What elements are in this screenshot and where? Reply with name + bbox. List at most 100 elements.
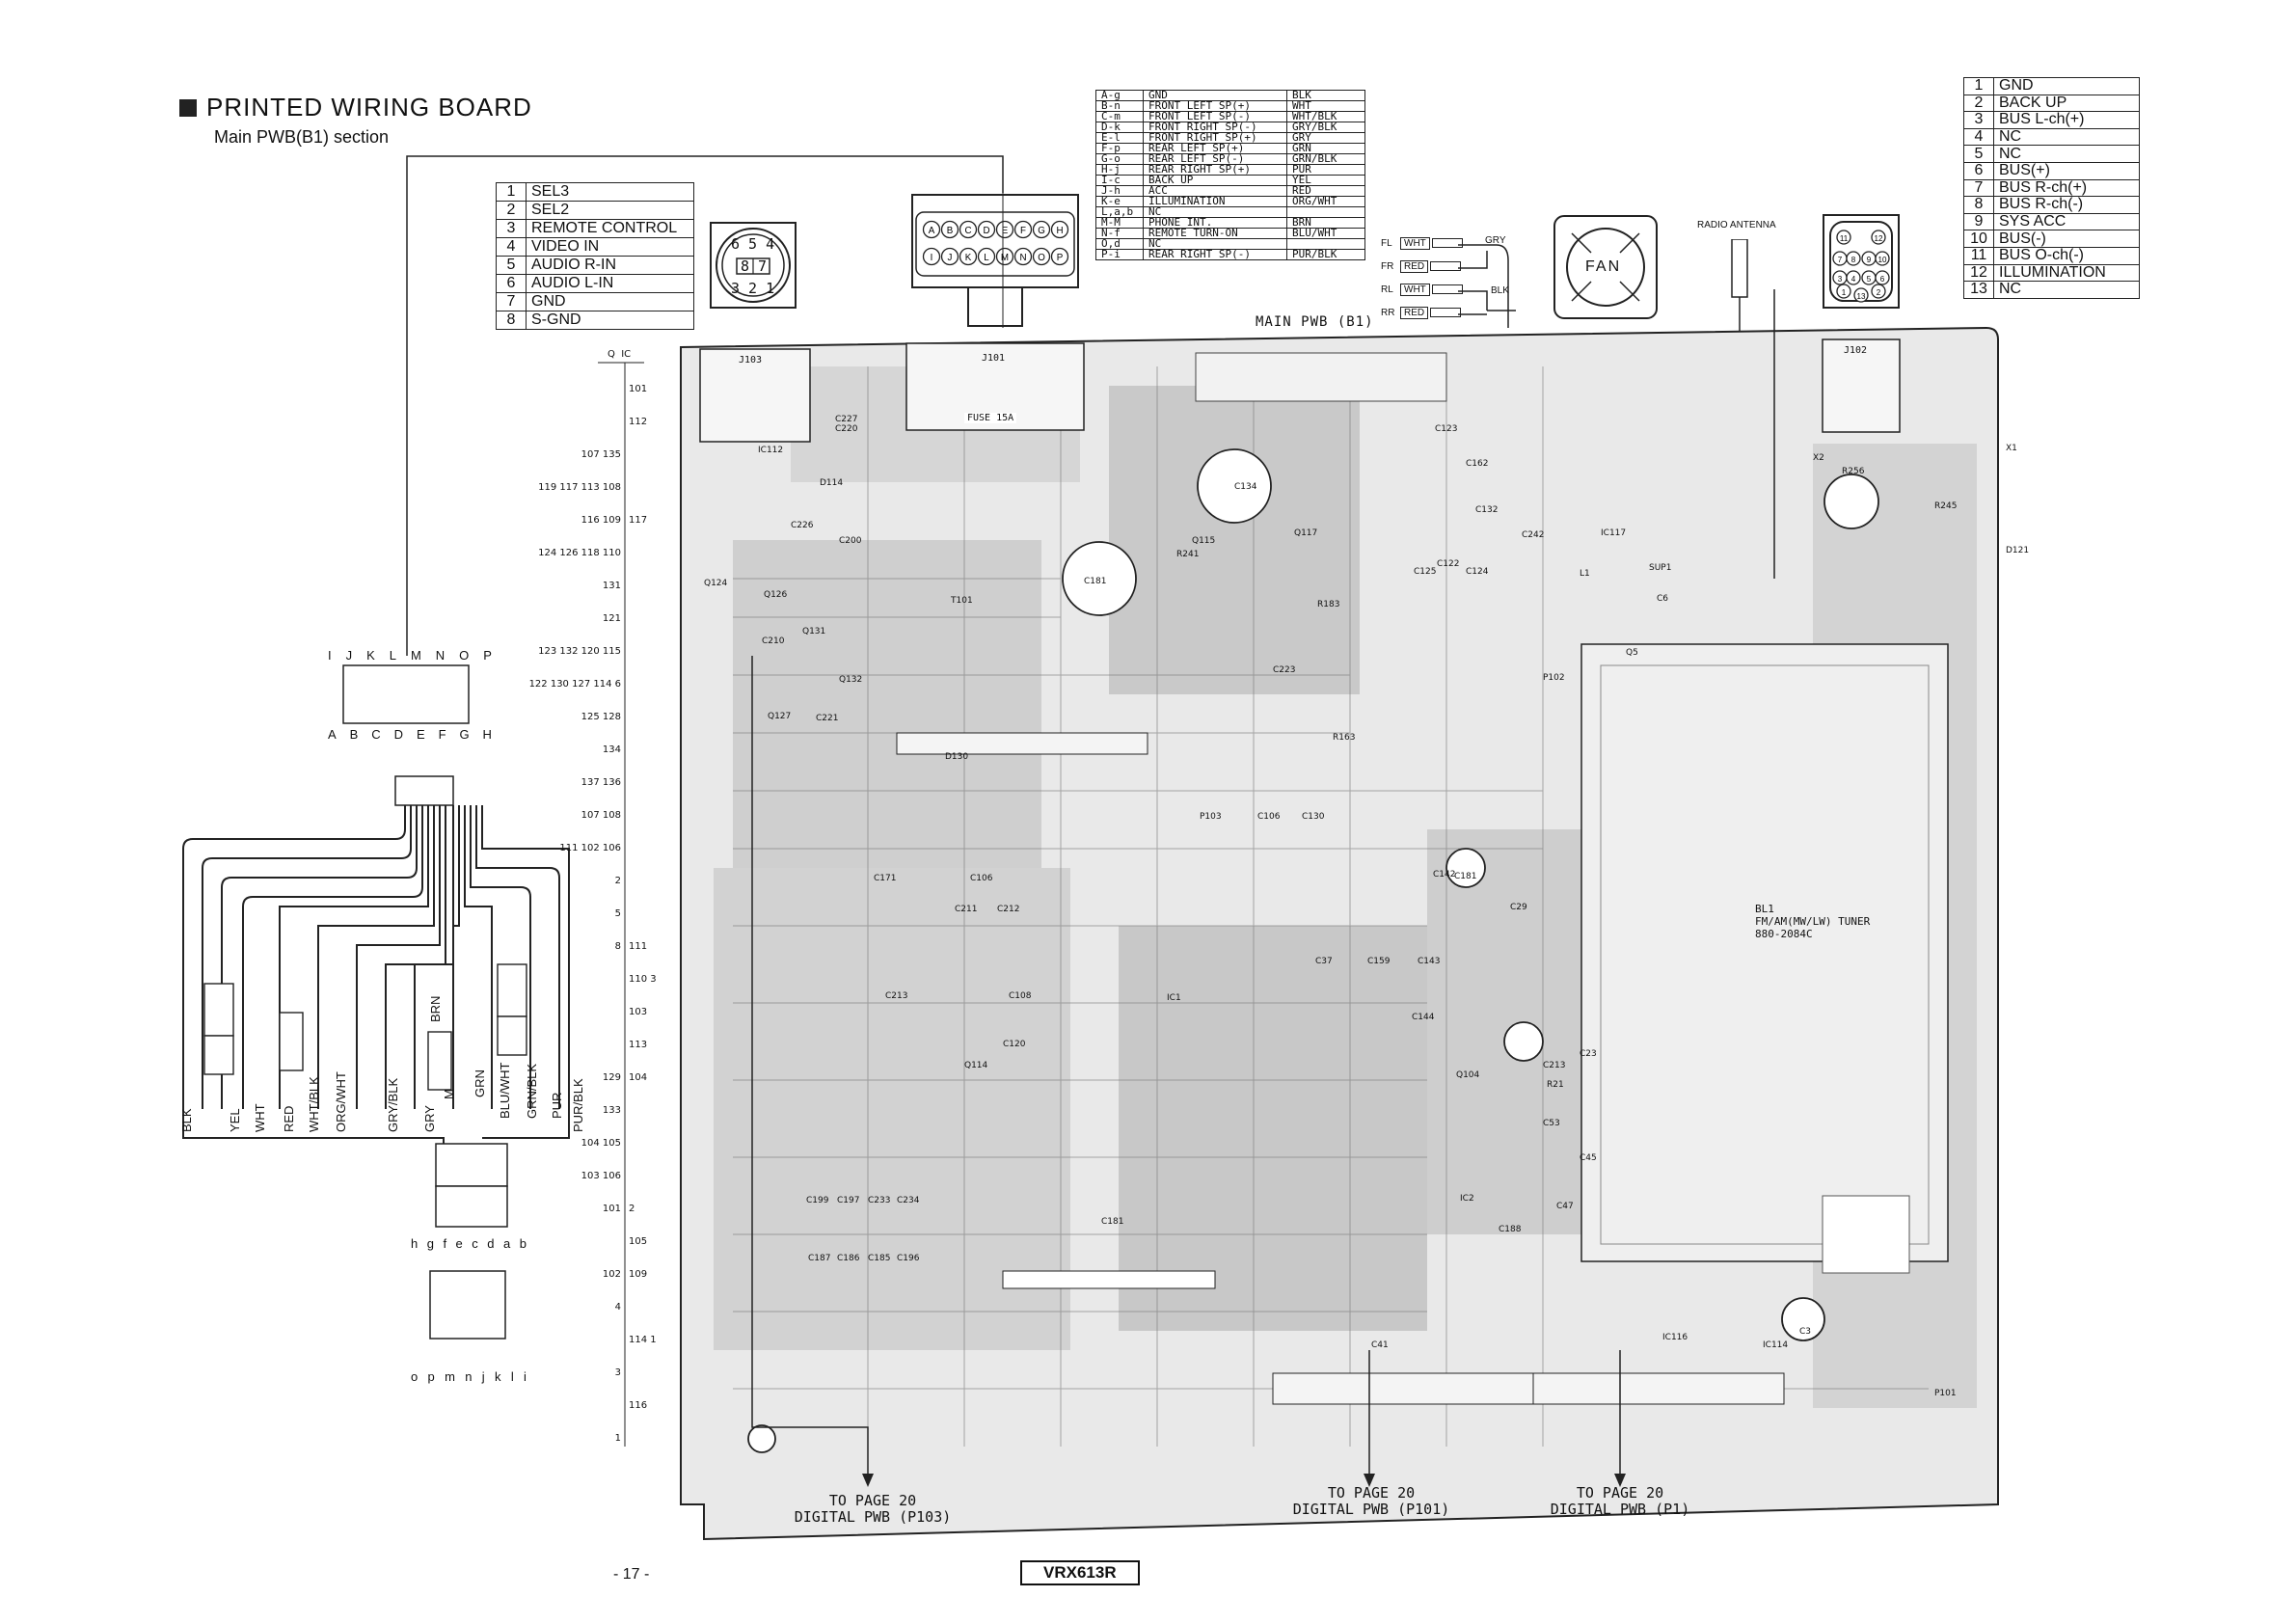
harness-pin-top-circle <box>1050 220 1069 239</box>
harness-letter-upper: J <box>345 648 353 663</box>
wire-color-label: RED <box>282 1105 296 1132</box>
component-ref-label: C125 <box>1414 567 1437 577</box>
board-label: MAIN PWB (B1) <box>1256 314 1374 330</box>
harness-pin-top: E <box>1002 226 1009 236</box>
axis-q-value: 107 135 <box>581 449 621 460</box>
harness-letter-upper: K <box>366 648 375 663</box>
fan-label: FAN <box>1585 258 1622 275</box>
component-ref-label: Q124 <box>704 579 728 588</box>
axis-ic-value: 114 1 <box>629 1335 657 1345</box>
axis-q-value: 123 132 120 115 <box>538 646 621 657</box>
component-ref-label: Q114 <box>964 1061 988 1070</box>
component-ref-label: C47 <box>1556 1202 1574 1211</box>
fan-icon: FAN <box>1553 214 1659 320</box>
j102-pin-circle <box>1836 284 1851 299</box>
pin-label: GND <box>526 292 694 311</box>
component-ref-label: D130 <box>945 752 969 762</box>
axis-ic-value: 117 <box>629 515 648 526</box>
component-ref-label: C187 <box>808 1254 831 1263</box>
j102-pin: 11 <box>1840 234 1849 243</box>
axis-ic-value: 110 3 <box>629 974 657 985</box>
component-ref-label: C45 <box>1580 1153 1597 1163</box>
harness-pin-bottom-circle <box>940 247 959 266</box>
caption-p1-line1: TO PAGE 20 <box>1576 1484 1664 1502</box>
axis-header-ic: IC <box>621 349 632 360</box>
axis-q-value: 3 <box>614 1367 621 1378</box>
wire-color-label: BRN <box>428 995 443 1022</box>
harness-letter-upper: O <box>459 648 470 663</box>
harness-pin-top: B <box>947 226 954 236</box>
component-ref-label: C108 <box>1009 991 1032 1001</box>
component-ref-label: IC116 <box>1662 1333 1688 1342</box>
caption-p1-line2: DIGITAL PWB (P1) <box>1550 1501 1690 1518</box>
din-pins-top: 6 5 4 <box>731 235 775 253</box>
component-ref-label: Q104 <box>1456 1070 1480 1080</box>
j102-pin: 9 <box>1867 256 1872 264</box>
caption-p1: TO PAGE 20 DIGITAL PWB (P1) <box>1543 1485 1697 1518</box>
component-ref-label: X2 <box>1813 453 1824 463</box>
component-ref-label: C226 <box>791 521 814 530</box>
harness-pin-top: H <box>1056 226 1063 236</box>
component-ref-label: C213 <box>1543 1061 1566 1070</box>
axis-ic-value: 103 <box>629 1007 648 1017</box>
speaker-name: FR <box>1381 261 1394 272</box>
pin-number: 13 <box>1963 281 1994 299</box>
caption-p101: TO PAGE 20 DIGITAL PWB (P101) <box>1284 1485 1458 1518</box>
axis-q-value: 107 108 <box>581 810 621 821</box>
component-ref-label: C142 <box>1433 870 1456 880</box>
component-ref-label: C159 <box>1367 957 1391 966</box>
component-ref-label: Q131 <box>802 627 826 636</box>
component-ref-label: Q126 <box>764 590 788 600</box>
component-ref-label: C197 <box>837 1196 860 1205</box>
speaker-plug-icon <box>1431 238 1463 249</box>
wire-color-label: GRY/BLK <box>386 1077 400 1132</box>
harness-pin-bottom-circle <box>1013 247 1033 266</box>
axis-q-value: 131 <box>602 581 621 591</box>
plug-letter-top: d <box>487 1236 495 1251</box>
harness-letter-upper: M <box>410 648 421 663</box>
harness-letter-lower: H <box>482 727 492 742</box>
component-ref-label: C106 <box>970 874 993 883</box>
axis-q-value: 121 <box>602 613 621 624</box>
pin-number: 11 <box>1963 246 1994 265</box>
wire-color-label: YEL <box>228 1108 242 1132</box>
component-ref-label: C227 <box>835 415 858 424</box>
plug-letter-top: g <box>426 1236 434 1251</box>
caption-p103-line1: TO PAGE 20 <box>828 1492 917 1509</box>
harness-pin-top: G <box>1038 226 1045 236</box>
pin-label: BUS L-ch(+) <box>1993 111 2140 129</box>
wire-color-label: GRN <box>473 1069 487 1097</box>
j102-pin: 5 <box>1867 275 1872 284</box>
plug-letter-bottom: j <box>481 1369 485 1384</box>
tuner-labels: BL1 FM/AM(MW/LW) TUNER 880-2084C <box>1755 903 1870 940</box>
axis-q-value: 104 105 <box>581 1138 621 1149</box>
j102-pin: 4 <box>1851 275 1856 284</box>
component-ref-label: C53 <box>1543 1119 1560 1128</box>
component-ref-label: R256 <box>1842 467 1865 476</box>
component-ref-label: C23 <box>1580 1049 1597 1059</box>
page-subtitle: Main PWB(B1) section <box>214 127 390 147</box>
component-ref-label: C143 <box>1418 957 1441 966</box>
plug-letter-bottom: k <box>495 1369 501 1384</box>
axis-ic-value: 112 <box>629 417 648 427</box>
component-ref-label: C162 <box>1466 459 1489 469</box>
caption-p101-line1: TO PAGE 20 <box>1327 1484 1416 1502</box>
component-ref-label: C29 <box>1510 903 1527 912</box>
model-number: VRX613R <box>1020 1560 1140 1585</box>
component-ref-label: C181 <box>1101 1217 1124 1227</box>
